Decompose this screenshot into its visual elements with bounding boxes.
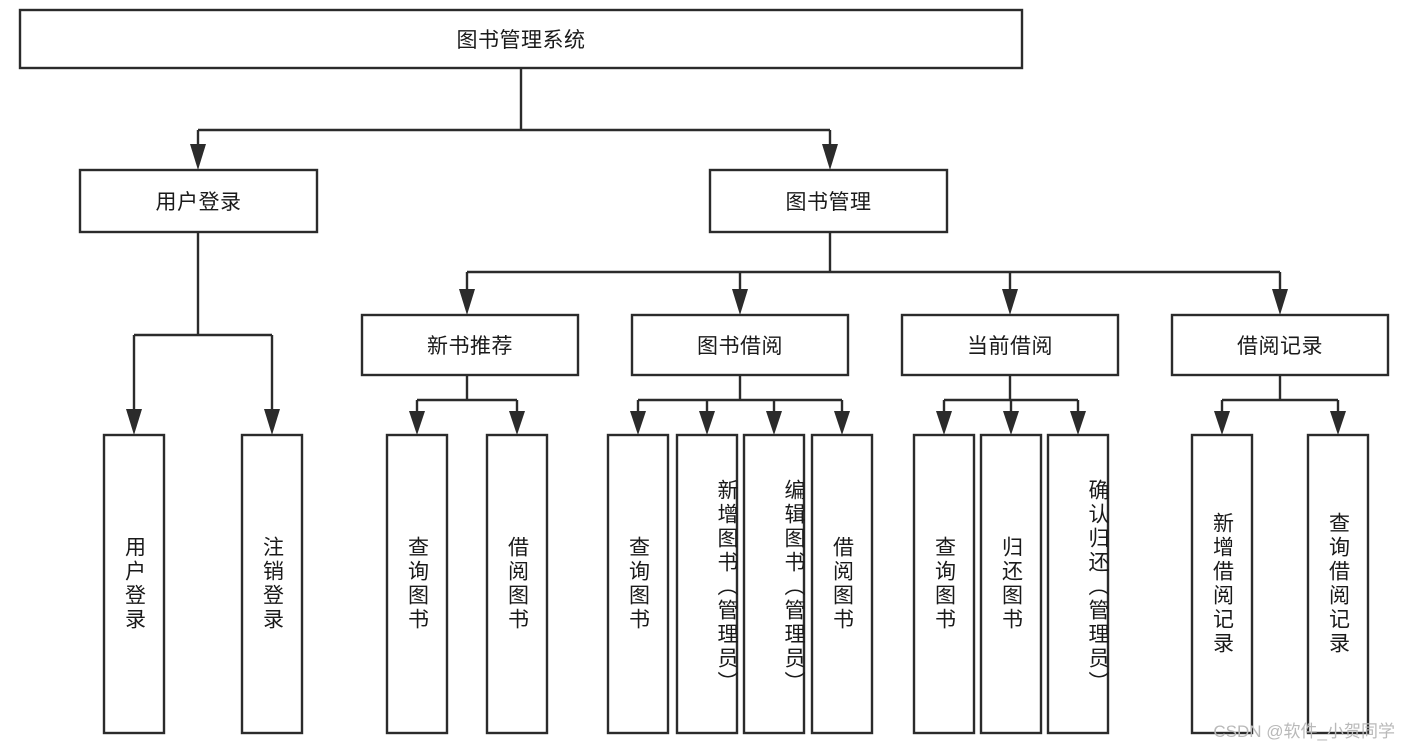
arrow-head-user-login: [190, 144, 206, 170]
arrow-head-leaf-return-book: [1003, 411, 1019, 435]
node-box-book-borrow[interactable]: [630, 313, 850, 377]
arrow-head-leaf-user-logout: [264, 409, 280, 435]
node-box-leaf-return-book[interactable]: [979, 433, 1043, 735]
arrow-head-leaf-borrow-book-1: [509, 411, 525, 435]
node-box-current-borrow[interactable]: [900, 313, 1120, 377]
node-box-leaf-borrow-book-2[interactable]: [810, 433, 874, 735]
node-box-new-book-recommend[interactable]: [360, 313, 580, 377]
arrow-head-new-book-recommend: [459, 289, 475, 315]
arrow-head-leaf-query-record: [1330, 411, 1346, 435]
arrow-head-borrow-record: [1272, 289, 1288, 315]
node-box-leaf-edit-book[interactable]: [742, 433, 806, 735]
node-box-leaf-query-book-2[interactable]: [606, 433, 670, 735]
node-box-leaf-user-login[interactable]: [102, 433, 166, 735]
arrow-head-leaf-edit-book: [766, 411, 782, 435]
node-box-leaf-user-logout[interactable]: [240, 433, 304, 735]
arrow-head-leaf-query-book-3: [936, 411, 952, 435]
arrow-head-leaf-confirm-return: [1070, 411, 1086, 435]
node-box-book-management[interactable]: [708, 168, 949, 234]
node-box-leaf-confirm-return[interactable]: [1046, 433, 1110, 735]
node-box-leaf-query-record[interactable]: [1306, 433, 1370, 735]
node-box-leaf-borrow-book-1[interactable]: [485, 433, 549, 735]
arrow-head-book-borrow: [732, 289, 748, 315]
node-box-root[interactable]: [18, 8, 1024, 70]
arrow-head-current-borrow: [1002, 289, 1018, 315]
arrow-head-leaf-query-book-1: [409, 411, 425, 435]
node-box-leaf-query-book-1[interactable]: [385, 433, 449, 735]
arrow-head-leaf-query-book-2: [630, 411, 646, 435]
node-box-user-login[interactable]: [78, 168, 319, 234]
arrow-head-leaf-add-record: [1214, 411, 1230, 435]
arrow-head-leaf-add-book: [699, 411, 715, 435]
arrow-head-book-management: [822, 144, 838, 170]
node-box-leaf-query-book-3[interactable]: [912, 433, 976, 735]
arrow-head-leaf-borrow-book-2: [834, 411, 850, 435]
node-box-leaf-add-book[interactable]: [675, 433, 739, 735]
node-box-borrow-record[interactable]: [1170, 313, 1390, 377]
csdn-watermark: CSDN @软件_小贺同学: [1213, 722, 1395, 741]
arrow-head-leaf-user-login: [126, 409, 142, 435]
node-box-leaf-add-record[interactable]: [1190, 433, 1254, 735]
